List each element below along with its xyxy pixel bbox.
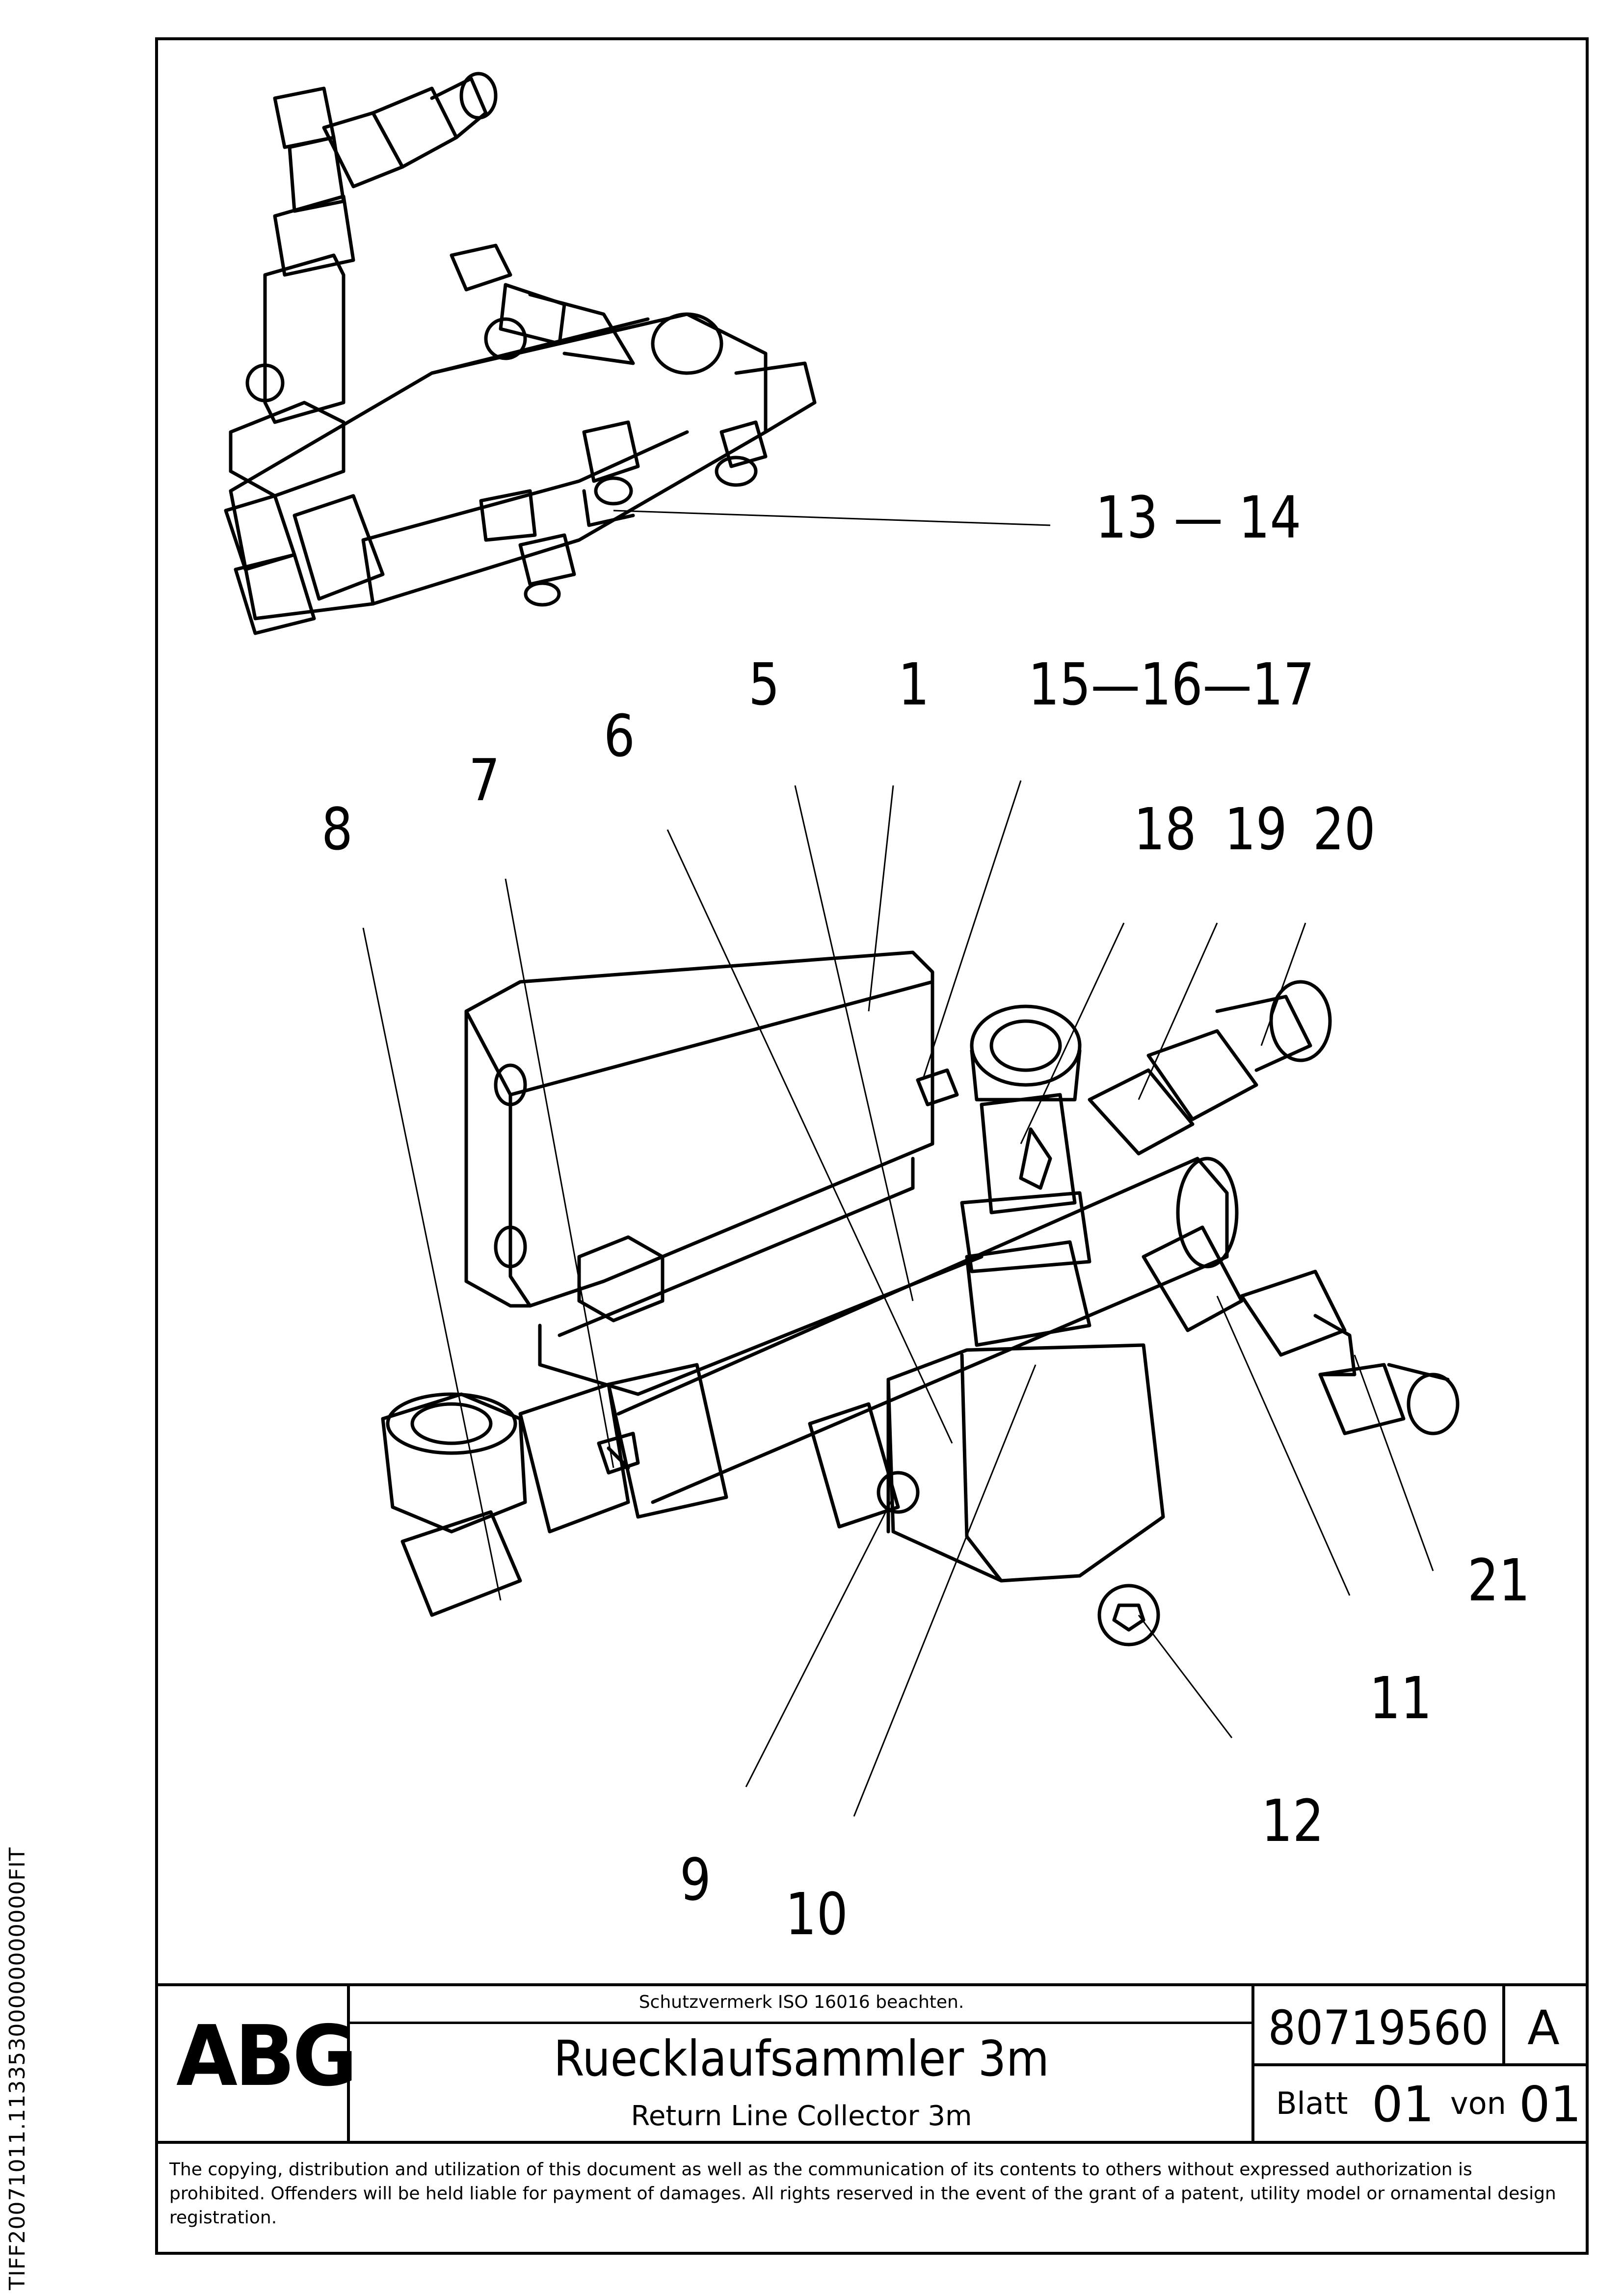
callout-1: 1 xyxy=(898,650,930,718)
callout-10: 10 xyxy=(785,1880,848,1948)
leader-lines xyxy=(362,510,1434,1817)
leader-6 xyxy=(666,829,953,1444)
callout-11: 11 xyxy=(1369,1664,1432,1732)
callout-12: 12 xyxy=(1261,1787,1324,1855)
main-assembly xyxy=(381,950,1460,1647)
callout-8: 8 xyxy=(321,795,353,863)
callout-21: 21 xyxy=(1467,1546,1530,1614)
leader-10 xyxy=(853,1364,1037,1817)
leader-1 xyxy=(868,785,894,1012)
callout-5: 5 xyxy=(748,650,780,718)
leader-19 xyxy=(1138,922,1218,1100)
overview-assembly xyxy=(224,72,817,635)
title-divider xyxy=(347,2022,1254,2024)
title-english: Return Line Collector 3m xyxy=(631,2100,972,2132)
callout-18: 18 xyxy=(1134,795,1197,863)
drawing-frame xyxy=(155,37,1589,2255)
callout-13-14: 13 — 14 xyxy=(1095,484,1302,551)
sheet-number: 01 xyxy=(1372,2076,1435,2133)
leader-12 xyxy=(1138,1615,1233,1738)
leader-8 xyxy=(362,927,502,1601)
leader-18 xyxy=(1020,922,1125,1144)
leader-5 xyxy=(794,785,914,1301)
title-divider xyxy=(1251,2063,1589,2066)
callout-6: 6 xyxy=(604,702,635,770)
sheet-label: Blatt xyxy=(1276,2085,1348,2121)
leader-9 xyxy=(745,1497,894,1787)
leader-13-14 xyxy=(613,510,1051,526)
leader-11 xyxy=(1216,1296,1351,1596)
callout-19: 19 xyxy=(1224,795,1287,863)
title-german: Ruecklaufsammler 3m xyxy=(554,2030,1049,2087)
revision: A xyxy=(1527,2000,1560,2055)
title-divider xyxy=(347,1983,350,2144)
leader-20 xyxy=(1260,922,1306,1046)
protection-notice: Schutzvermerk ISO 16016 beachten. xyxy=(639,1992,964,2012)
callout-20: 20 xyxy=(1313,795,1376,863)
leader-15-16-17 xyxy=(922,780,1022,1080)
callout-9: 9 xyxy=(680,1846,711,1914)
copyright-notice: The copying, distribution and utilizatio… xyxy=(169,2160,1556,2228)
company-logo: ABG xyxy=(176,2008,357,2105)
document-number: 80719560 xyxy=(1268,2000,1489,2055)
callout-15-16-17: 15—16—17 xyxy=(1028,650,1315,718)
side-code: TIFF20071011.11335300000000000FIT xyxy=(5,1847,30,2290)
title-divider xyxy=(1502,1983,1505,2066)
leader-21 xyxy=(1354,1354,1434,1571)
callout-7: 7 xyxy=(469,746,500,814)
total-sheets: 01 xyxy=(1519,2076,1582,2133)
of-label: von xyxy=(1450,2085,1506,2121)
leader-7 xyxy=(505,878,614,1468)
